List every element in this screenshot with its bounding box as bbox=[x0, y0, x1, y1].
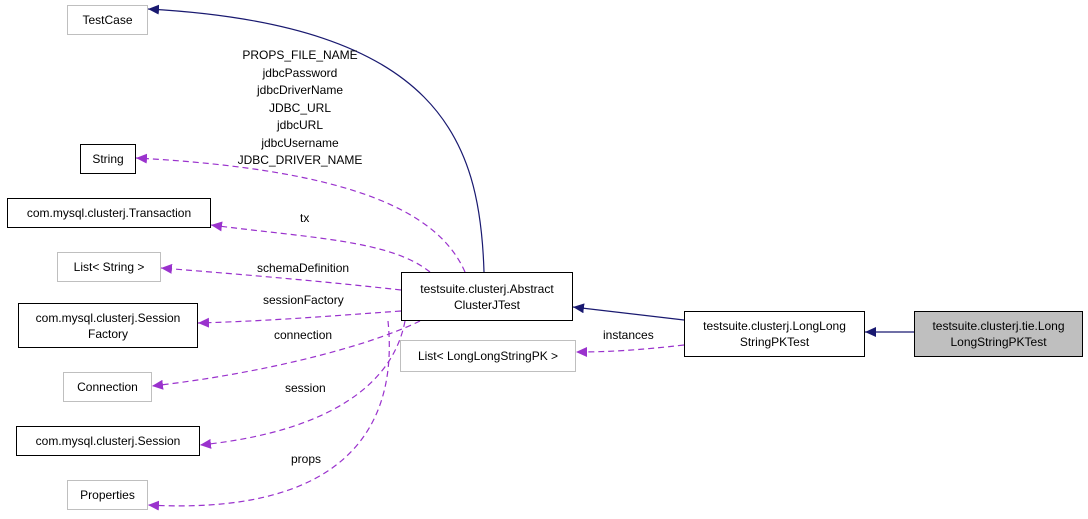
edge-label-jdbc-url-const: JDBC_URL bbox=[268, 100, 331, 115]
node-string[interactable]: String bbox=[80, 144, 136, 174]
edge-label-props: props bbox=[291, 452, 322, 466]
node-session-factory-label-1: com.mysql.clusterj.Session bbox=[35, 310, 181, 325]
edge-abstract-to-transaction bbox=[210, 221, 431, 273]
string-field-labels: PROPS_FILE_NAME jdbcPassword jdbcDriverN… bbox=[220, 47, 380, 170]
node-longlong-label-2: StringPKTest bbox=[739, 335, 810, 349]
node-list-longlongstringpk[interactable]: List< LongLongStringPK > bbox=[400, 340, 576, 372]
node-session-factory[interactable]: com.mysql.clusterj.Session Factory bbox=[18, 303, 198, 348]
edge-label-instances: instances bbox=[603, 328, 654, 342]
edge-abstract-to-session-factory bbox=[197, 310, 402, 328]
edge-abstract-to-testcase bbox=[147, 4, 485, 273]
edge-abstract-to-string bbox=[135, 153, 466, 273]
edge-label-jdbc-driver-name-const: JDBC_DRIVER_NAME bbox=[237, 153, 363, 167]
edge-abstract-to-properties bbox=[147, 320, 390, 511]
node-abstract-label-2: ClusterJTest bbox=[453, 297, 521, 312]
node-properties[interactable]: Properties bbox=[67, 480, 148, 510]
edge-label-session-factory: sessionFactory bbox=[263, 293, 344, 307]
node-connection-label: Connection bbox=[77, 380, 138, 394]
node-session-factory-label-2: Factory bbox=[87, 326, 128, 341]
edge-label-connection: connection bbox=[274, 328, 333, 342]
node-connection[interactable]: Connection bbox=[63, 372, 152, 402]
edge-longlong-to-list-pk bbox=[575, 344, 685, 357]
node-transaction-label: com.mysql.clusterj.Transaction bbox=[26, 206, 192, 220]
node-list-pk-label: List< LongLongStringPK > bbox=[417, 349, 559, 363]
node-transaction[interactable]: com.mysql.clusterj.Transaction bbox=[7, 198, 211, 228]
edge-label-session: session bbox=[285, 381, 326, 395]
node-tie-longlongstringpk-test[interactable]: testsuite.clusterj.tie.Long LongStringPK… bbox=[914, 311, 1083, 357]
edge-label-jdbc-driver-name: jdbcDriverName bbox=[256, 83, 344, 97]
node-string-label: String bbox=[92, 152, 124, 166]
edge-label-jdbc-password: jdbcPassword bbox=[262, 65, 338, 80]
edge-longlong-to-abstract bbox=[572, 303, 685, 321]
edge-label-props-file-name: PROPS_FILE_NAME bbox=[242, 48, 358, 62]
node-tie-label-1: testsuite.clusterj.tie.Long bbox=[932, 319, 1065, 333]
edge-label-jdbc-username: jdbcUsername bbox=[261, 135, 339, 150]
node-list-string-label: List< String > bbox=[73, 260, 145, 274]
node-longlong-label-1: testsuite.clusterj.LongLong bbox=[703, 319, 846, 333]
node-abstract-label-1: testsuite.clusterj.Abstract bbox=[420, 281, 554, 296]
node-testcase-label: TestCase bbox=[82, 13, 133, 27]
node-session-label: com.mysql.clusterj.Session bbox=[35, 434, 181, 448]
node-abstract-clusterj-test[interactable]: testsuite.clusterj.Abstract ClusterJTest bbox=[401, 272, 573, 321]
edge-label-jdbc-url: jdbcURL bbox=[276, 118, 324, 132]
node-testcase[interactable]: TestCase bbox=[67, 5, 148, 35]
node-session[interactable]: com.mysql.clusterj.Session bbox=[16, 426, 200, 456]
edge-label-schema-definition: schemaDefinition bbox=[257, 261, 350, 275]
node-longlong-stringpk-test[interactable]: testsuite.clusterj.LongLong StringPKTest bbox=[684, 311, 865, 357]
node-properties-label: Properties bbox=[80, 488, 135, 502]
edge-label-tx: tx bbox=[300, 211, 310, 225]
node-list-string[interactable]: List< String > bbox=[57, 252, 161, 282]
edge-abstract-to-list-string bbox=[160, 263, 402, 291]
node-tie-label-2: LongStringPKTest bbox=[950, 335, 1047, 349]
